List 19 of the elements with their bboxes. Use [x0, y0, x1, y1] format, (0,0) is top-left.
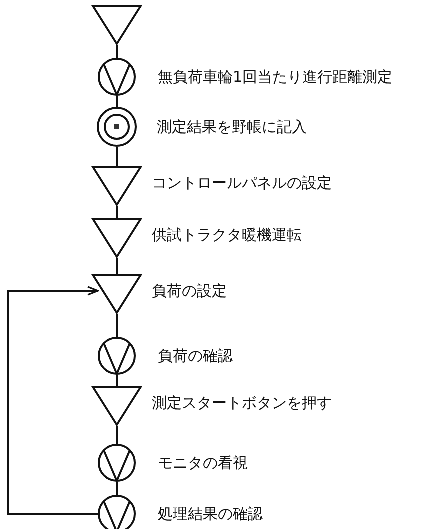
step-label: 測定スタートボタンを押す — [152, 394, 332, 412]
connector-line — [116, 426, 118, 444]
step-label: 無負荷車輪1回当たり進行距離測定 — [158, 68, 393, 86]
step-label: コントロールパネルの設定 — [152, 174, 332, 192]
step-label: 測定結果を野帳に記入 — [157, 118, 307, 136]
connector-line — [116, 482, 118, 495]
connector-line — [116, 314, 118, 337]
connector-line — [116, 258, 118, 274]
connector-line — [116, 96, 118, 107]
connector-line — [116, 375, 118, 386]
step-label: 供試トラクタ暖機運転 — [152, 226, 302, 244]
step-label: モニタの看視 — [158, 454, 248, 472]
step-label: 処理結果の確認 — [158, 505, 263, 523]
connector-line — [116, 147, 118, 166]
connector-line — [116, 206, 118, 218]
step-label: 負荷の設定 — [152, 282, 227, 300]
connector-line — [116, 45, 118, 58]
step-label: 負荷の確認 — [158, 347, 233, 365]
arrow — [7, 286, 99, 515]
